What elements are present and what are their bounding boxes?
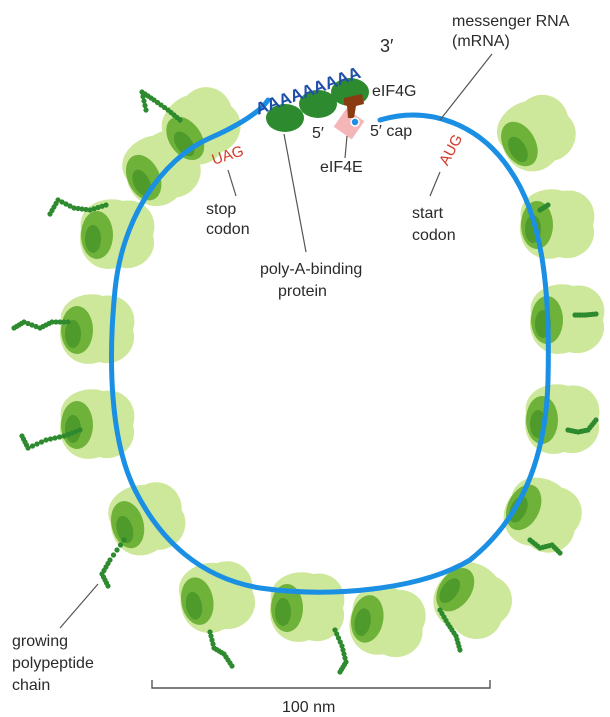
mrna-label-line2: (mRNA) bbox=[452, 33, 510, 50]
ribosome-6 bbox=[422, 551, 523, 651]
five-prime-cap bbox=[351, 118, 359, 126]
pabp-label-line1: poly-A-binding bbox=[260, 261, 362, 278]
scale-bar bbox=[152, 680, 490, 688]
chain-label-line1: growing bbox=[12, 633, 68, 650]
start-codon-leader bbox=[430, 172, 440, 196]
stop-codon-leader bbox=[228, 170, 236, 196]
ribosome-2 bbox=[520, 189, 594, 259]
start-codon-label-line1: start bbox=[412, 205, 444, 222]
chain-label-line2: polypeptide bbox=[12, 655, 94, 672]
pabp-label-line2: protein bbox=[278, 283, 327, 300]
chain-leader bbox=[60, 584, 98, 628]
five-prime-cap-label: 5′ cap bbox=[370, 123, 412, 140]
ribosome-12 bbox=[60, 294, 134, 364]
three-prime-label: 3′ bbox=[380, 36, 394, 56]
stop-codon-label-line2: codon bbox=[206, 221, 250, 238]
ribosome-1 bbox=[487, 84, 586, 181]
scale-bar-label: 100 nm bbox=[282, 699, 335, 716]
ribosome-3 bbox=[530, 284, 604, 354]
pabp-leader bbox=[284, 134, 306, 252]
eif4e-label: eIF4E bbox=[320, 159, 363, 176]
mrna-leader bbox=[440, 54, 492, 120]
polypeptide-chain-6 bbox=[332, 627, 348, 674]
stop-codon-label-line1: stop bbox=[206, 201, 236, 218]
polypeptide-chain-7 bbox=[207, 629, 234, 668]
five-prime-label: 5′ bbox=[312, 125, 324, 142]
start-codon-label-line2: codon bbox=[412, 227, 456, 244]
chain-label-line3: chain bbox=[12, 677, 50, 694]
ribosome-11 bbox=[60, 389, 134, 459]
eif4g-label: eIF4G bbox=[372, 83, 416, 100]
eif4e-leader bbox=[345, 136, 347, 158]
polypeptide-chain-8 bbox=[99, 537, 126, 588]
ribosome-groove bbox=[275, 598, 291, 626]
ribosome-groove bbox=[85, 225, 101, 253]
ribosome-4 bbox=[525, 384, 599, 454]
mrna-label-line1: messenger RNA bbox=[452, 13, 570, 30]
ribosome-9 bbox=[174, 556, 259, 637]
start-codon-sequence: AUG bbox=[436, 132, 466, 169]
